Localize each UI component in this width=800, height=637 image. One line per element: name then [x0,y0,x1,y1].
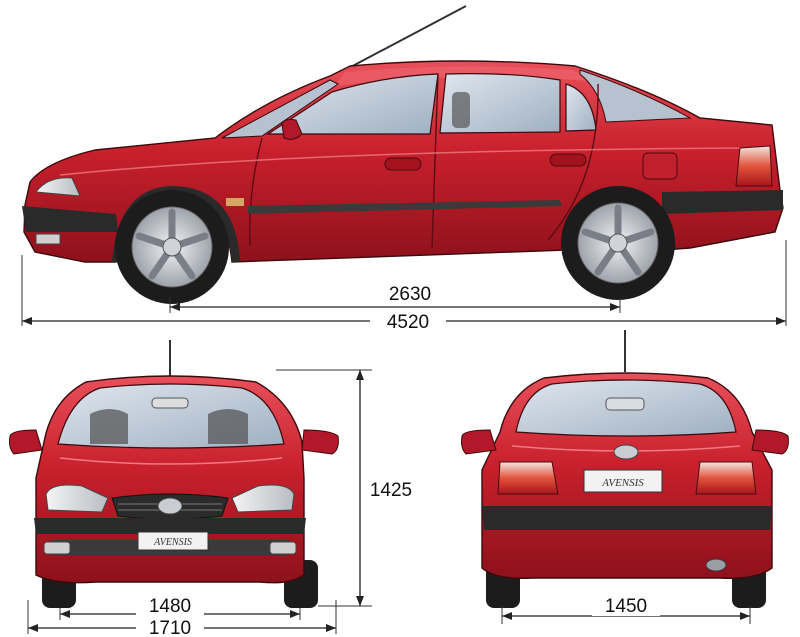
front-fog-left [43,541,71,555]
front-bumper-view [34,518,306,534]
wheelbase-label: 2630 [389,284,431,305]
front-right-mirror [301,429,339,455]
rear-logo [613,444,639,460]
front-seat-left [90,409,128,444]
door-line-front [249,137,263,247]
front-seat-right [208,409,248,444]
front-left-mirror [9,429,43,455]
fog-lamp [35,233,61,245]
rear-door-handle [549,153,587,167]
windshield-edge [221,79,339,139]
side-moulding [248,200,562,214]
rear-window-edge [579,69,692,123]
overall-width-label: 1710 [149,618,191,637]
rear-right-mirror [751,429,789,455]
side-mirror [281,119,303,140]
exhaust-pipe [705,558,727,572]
door-line-rear [547,83,599,241]
fuel-flap [642,152,678,180]
rear-left-mirror [461,429,497,455]
rear-track-label: 1450 [605,596,647,617]
headrest [452,92,470,128]
hood-crease [59,457,283,465]
front-mirror-interior [151,397,189,409]
rear-right-tail-lamp [695,461,757,495]
front-number-plate [137,531,209,551]
rear-wheel [561,186,675,300]
tail-lamp [735,145,773,187]
rear-bumper-view [482,506,772,530]
rear-left-tail-lamp [497,461,559,495]
side-view [22,5,784,304]
front-plate-badge: AVENSIS [153,537,192,548]
rear-view: AVENSIS [461,330,789,608]
rear-bumper [662,190,783,214]
front-view: AVENSIS [9,340,339,608]
rear-window-brakelight [605,397,645,411]
headlamp [35,177,81,197]
door-line-middle [431,73,439,249]
beltline [59,147,761,176]
front-right-headlamp [231,484,295,513]
side-dimensions: 2630 4520 [21,240,787,333]
rear-number-plate [583,469,663,493]
front-left-headlamp [45,484,109,513]
height-label: 1425 [370,480,412,501]
front-fog-right [269,541,297,555]
rear-plate-badge: AVENSIS [601,477,644,489]
fender-badge [226,198,244,206]
front-track-label: 1480 [149,596,191,617]
overall-length-label: 4520 [387,312,429,333]
front-bumper [22,206,118,232]
front-wheel [115,190,229,304]
front-dimensions: 1425 1480 1710 [27,369,418,637]
antenna [344,5,467,71]
front-door-handle [384,157,422,171]
front-logo [157,497,183,515]
rear-dimensions: 1450 [501,594,751,624]
